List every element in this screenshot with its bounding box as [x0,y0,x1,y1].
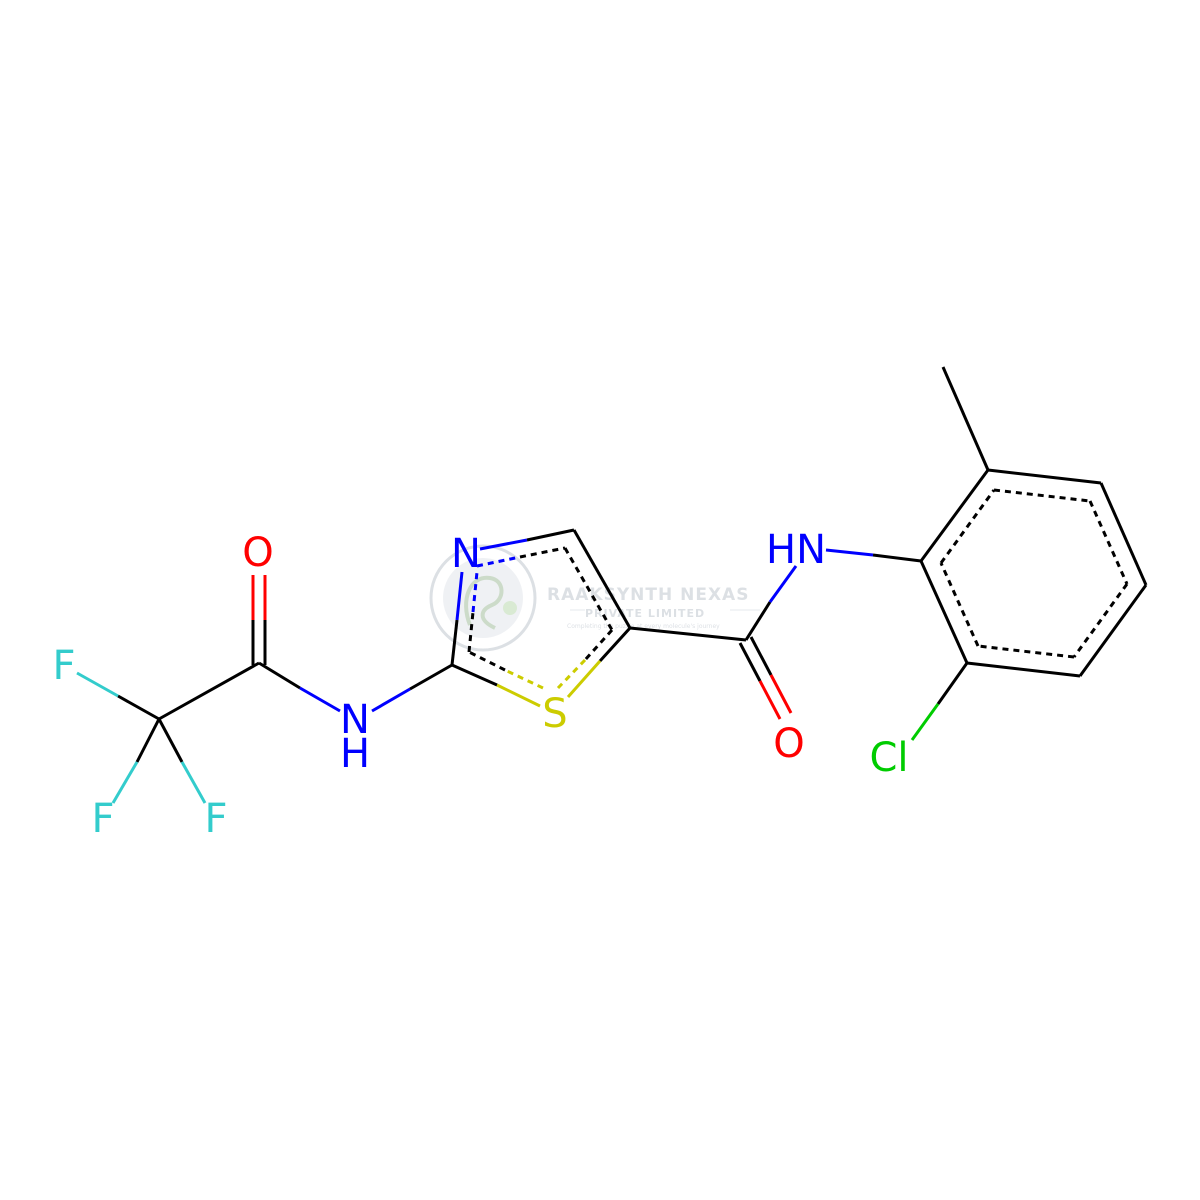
bond-ccl-chlorine-half [910,703,940,741]
bond-s1-c2-sulfur-half [496,683,541,708]
bond-c5-s1-sulfur-half [566,660,602,698]
aromatic-ph-3 [1088,500,1129,585]
aromatic-n3-c4-carbon [519,546,566,559]
atom-hydrogen-amide-left: H [340,731,370,777]
bond-c5-amide-carbon [629,626,747,642]
aromatic-ph-5 [977,644,1075,659]
watermark-logo-mark [464,575,504,630]
watermark: RAAKSYNTH NEXAS PRIVATE LIMITED Completi… [429,544,760,652]
bond-ph-c3-c4 [1099,482,1148,586]
bonds [76,366,1148,804]
watermark-company-type: PRIVATE LIMITED [585,607,705,620]
atom-chlorine: Cl [869,735,908,781]
bond-cf3-f2-carbon-half [135,718,161,763]
aromatic-ph-6 [939,562,980,647]
bond-c5-s1-carbon-half [598,626,632,663]
atom-nh-amide-right: HN [766,527,826,573]
bond-ph-c5-c6 [966,661,1081,678]
bond-ccl-carbon-half [936,662,969,705]
aromatic-c5-s1-carbon [583,628,614,662]
watermark-company-name: RAAKSYNTH NEXAS [547,585,749,605]
atom-oxygen-right: O [773,721,804,767]
watermark-tagline: Completing the puzzle at every molecule'… [567,623,720,630]
bond-n3-c4-nitrogen-half [479,538,528,551]
aromatic-c2-n3-carbon [467,611,475,653]
bond-ph-c1-c2 [919,469,990,562]
bond-ph-c2-c3 [987,468,1102,485]
watermark-logo-fill [443,558,523,638]
atom-oxygen-left: O [242,530,273,576]
atom-sulfur-thiazole: S [542,691,567,737]
aromatic-ph-1 [939,489,996,564]
bond-amide-nh-nitrogen-half [768,565,798,603]
bond-ph-c6-c1 [919,560,969,664]
bond-cf3-carbonyl [158,661,260,721]
bond-co-right-a-oxygen [758,680,782,720]
aromatic-n3-c4-nitrogen [476,555,521,568]
aromatic-s1-c2-sulfur [504,668,544,690]
bond-n3-c4-carbon-half [526,528,575,542]
bond-nh-phenyl-carbon-half [872,553,922,563]
aromatic-ph-4 [1072,583,1129,658]
aromatic-s1-c2-carbon [468,650,506,672]
bond-methyl [941,366,990,471]
aromatic-c4-c5 [563,547,614,631]
atom-nitrogen-thiazole: N [451,531,481,577]
bond-c2-n3-nitrogen-half [455,571,464,621]
bond-amide-nh-carbon-half [744,601,772,641]
bond-cf3-f3-carbon-half [157,718,184,763]
bond-cf3-f2-fluorine-half [111,761,139,804]
bond-carbonyl-nh-carbon-half [258,661,301,690]
bond-c2-n3-carbon-half [450,619,459,666]
atom-fluorine-top: F [52,643,75,689]
bond-cf3-f1-carbon-half [117,694,160,721]
watermark-logo-dot [503,601,517,615]
aromatic-c2-n3-nitrogen [471,571,479,613]
atom-nitrogen-amide-left: N [340,697,370,743]
bond-cf3-f3-fluorine-half [180,761,207,804]
bond-nh-c2-nitrogen-half [371,687,411,713]
bond-ph-c4-c5 [1078,584,1148,677]
atom-fluorine-bottom-left: F [91,796,114,842]
bond-co-right-b-carbon [749,636,773,676]
bond-cf3-f1-fluorine-half [76,671,119,698]
bond-carbonyl-nh-nitrogen-half [299,686,341,713]
watermark-logo-ring [429,544,537,652]
aromatic-ph-2 [993,488,1091,503]
bond-s1-c2-carbon-half [451,663,498,687]
bond-nh-phenyl-nitrogen-half [825,548,874,557]
bond-c4-c5 [572,529,632,629]
atom-labels: O F F F N H N S HN O Cl [52,527,908,842]
bond-co-right-a-carbon [738,642,762,682]
bond-nh-c2-carbon-half [409,663,453,691]
atom-fluorine-bottom-right: F [204,796,227,842]
bond-co-right-b-oxygen [769,674,793,714]
